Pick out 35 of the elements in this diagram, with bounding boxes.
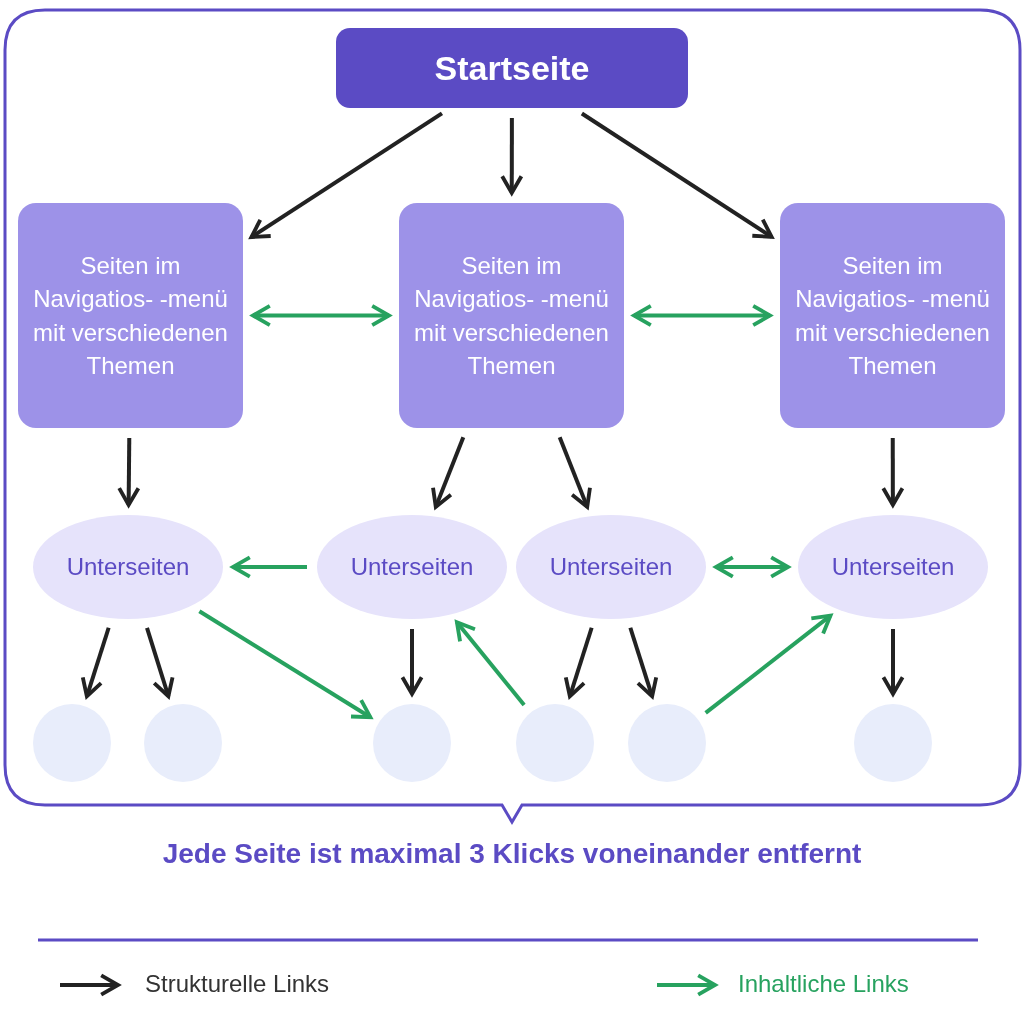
page-box <box>780 203 1005 428</box>
arrow <box>557 436 592 509</box>
page-box <box>18 203 243 428</box>
arrow <box>881 629 905 696</box>
arrow <box>628 627 659 699</box>
node-label: Seiten im Navigatios- -menü mit verschiedenen Themen <box>32 251 229 381</box>
legend-label: Inhaltliche Links <box>738 970 909 998</box>
arrow <box>231 555 307 579</box>
page-box <box>399 203 624 428</box>
node-label: Startseite <box>434 47 590 89</box>
arrow <box>431 436 466 509</box>
caption: Jede Seite ist maximal 3 Klicks voneinander entfernt <box>161 838 863 870</box>
arrow <box>563 627 594 699</box>
arrow <box>580 111 774 239</box>
node-label: Unterseiten <box>350 552 474 583</box>
node-label: Unterseiten <box>831 552 955 583</box>
arrow <box>704 613 833 715</box>
legend-label: Strukturelle Links <box>145 970 330 998</box>
arrow <box>400 629 424 696</box>
node-label: Unterseiten <box>549 552 673 583</box>
arrow <box>500 118 524 195</box>
arrow <box>117 437 141 507</box>
arrow <box>251 304 391 327</box>
node-label: Seiten im Navigatios- -menü mit verschiedenen Themen <box>794 251 991 381</box>
start-page-box <box>336 28 688 108</box>
arrow <box>881 438 905 507</box>
node-label: Seiten im Navigatios- -menü mit verschiedenen Themen <box>413 251 610 381</box>
arrow <box>80 627 111 699</box>
node-label: Unterseiten <box>66 552 190 583</box>
arrow <box>455 620 526 707</box>
arrow <box>198 609 373 720</box>
arrow <box>145 627 175 699</box>
arrow <box>714 555 790 579</box>
arrow <box>632 304 772 327</box>
arrow <box>249 111 444 239</box>
